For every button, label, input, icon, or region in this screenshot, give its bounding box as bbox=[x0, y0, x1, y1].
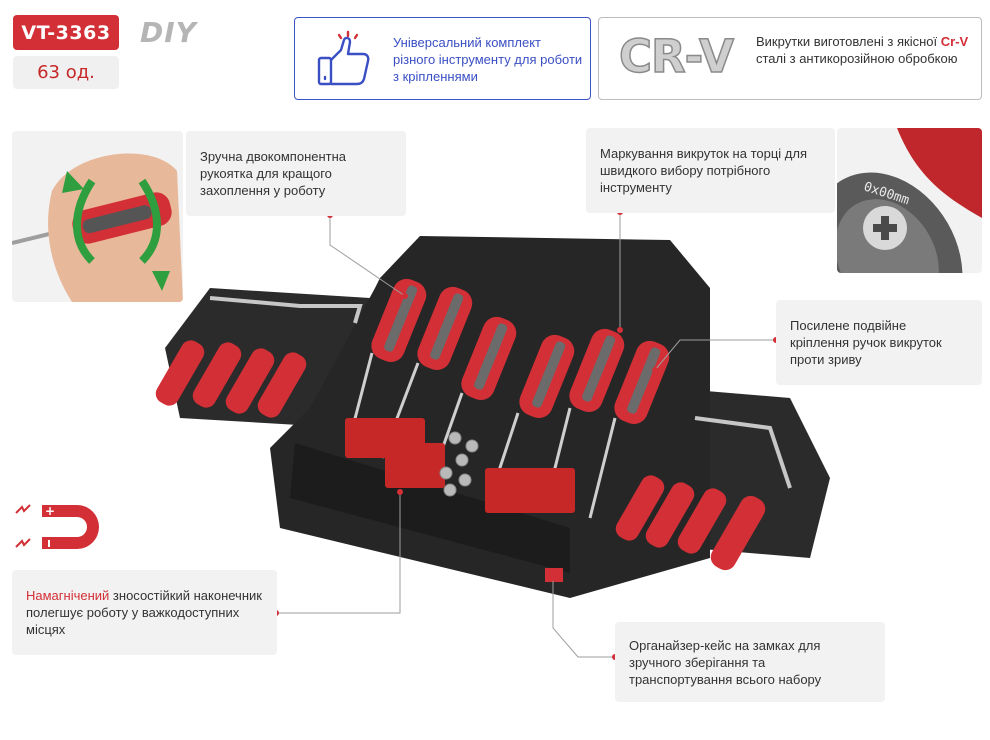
model-badge: VT-3363 bbox=[13, 15, 119, 50]
callout-case: Органайзер-кейс на замках для зручного з… bbox=[615, 622, 885, 702]
grip-photo bbox=[12, 131, 183, 302]
callout-marking: Маркування викруток на торці для швидког… bbox=[586, 128, 835, 213]
crv-highlight: Cr-V bbox=[940, 34, 969, 49]
svg-text:+: + bbox=[45, 504, 55, 518]
callout-handle: Зручна двокомпонентна рукоятка для кращо… bbox=[186, 131, 406, 216]
count-badge: 63 од. bbox=[13, 56, 119, 89]
diy-logo: DIY bbox=[140, 16, 197, 49]
thumbs-up-icon bbox=[317, 30, 370, 86]
callout-reinforced: Посилене подвійне кріплення ручок викрут… bbox=[776, 300, 982, 385]
cross-slot-icon bbox=[873, 216, 897, 240]
magnetic-highlight: Намагнічений bbox=[26, 588, 110, 603]
handle-end-photo: 0x00mm bbox=[837, 128, 982, 273]
magnet-icon: + bbox=[15, 504, 99, 549]
callout-magnetic: Намагнічений зносостійкий наконечник пол… bbox=[12, 570, 277, 655]
universal-set-box: Універсальний комплект різного інструмен… bbox=[294, 17, 591, 100]
tool-case-illustration bbox=[155, 236, 830, 598]
crv-box: CR-V Викрутки виготовлені з якісної Cr-V… bbox=[598, 17, 982, 100]
piece-count: 63 од. bbox=[37, 62, 95, 83]
crv-text: Викрутки виготовлені з якісної Cr-V стал… bbox=[756, 34, 969, 66]
crv-logo: CR-V bbox=[618, 29, 734, 84]
model-number: VT-3363 bbox=[21, 21, 111, 44]
universal-set-text: Універсальний комплект різного інструмен… bbox=[393, 35, 583, 84]
